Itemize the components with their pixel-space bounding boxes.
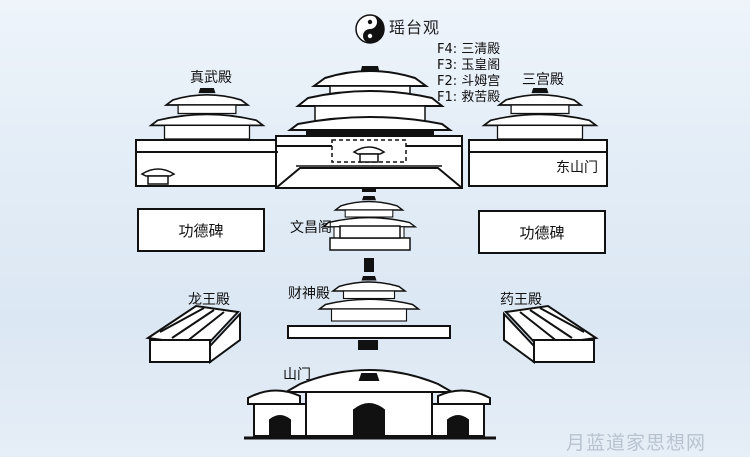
sangong-hall [483,87,597,140]
label-wenchang: 文昌阁 [290,220,332,236]
shanmen-gate [244,369,496,440]
temple-title: 瑶台观 [389,18,441,37]
label-caishen: 财神殿 [288,286,330,302]
label-sangong: 三宫殿 [522,72,564,88]
stele-right: 功德碑 [478,210,606,254]
watermark: 月蓝道家思想网 [566,432,707,454]
stele-left: 功德碑 [137,208,265,252]
label-shanmen: 山门 [283,367,311,383]
small-shrine [352,146,386,163]
legend-row: F3: 玉皇阁 [437,58,501,73]
legend-row: F1: 救苦殿 [437,90,501,105]
small-pavilion [140,168,176,185]
central-stairs [358,188,378,350]
caishen-hall [318,275,420,322]
sanqing-hall [287,66,453,136]
label-longwang: 龙王殿 [188,292,230,308]
label-dongshanmen: 东山门 [556,160,598,176]
floor-legend: F4: 三清殿 F3: 玉皇阁 F2: 斗姆宫 F1: 救苦殿 [437,42,500,106]
yaowang-hall [503,304,599,364]
legend-row: F2: 斗姆宫 [437,74,501,89]
longwang-hall [145,304,241,364]
label-yaowang: 药王殿 [500,292,542,308]
legend-row: F4: 三清殿 [437,42,501,57]
zhenwu-hall [150,87,264,140]
label-zhenwu: 真武殿 [190,70,232,86]
